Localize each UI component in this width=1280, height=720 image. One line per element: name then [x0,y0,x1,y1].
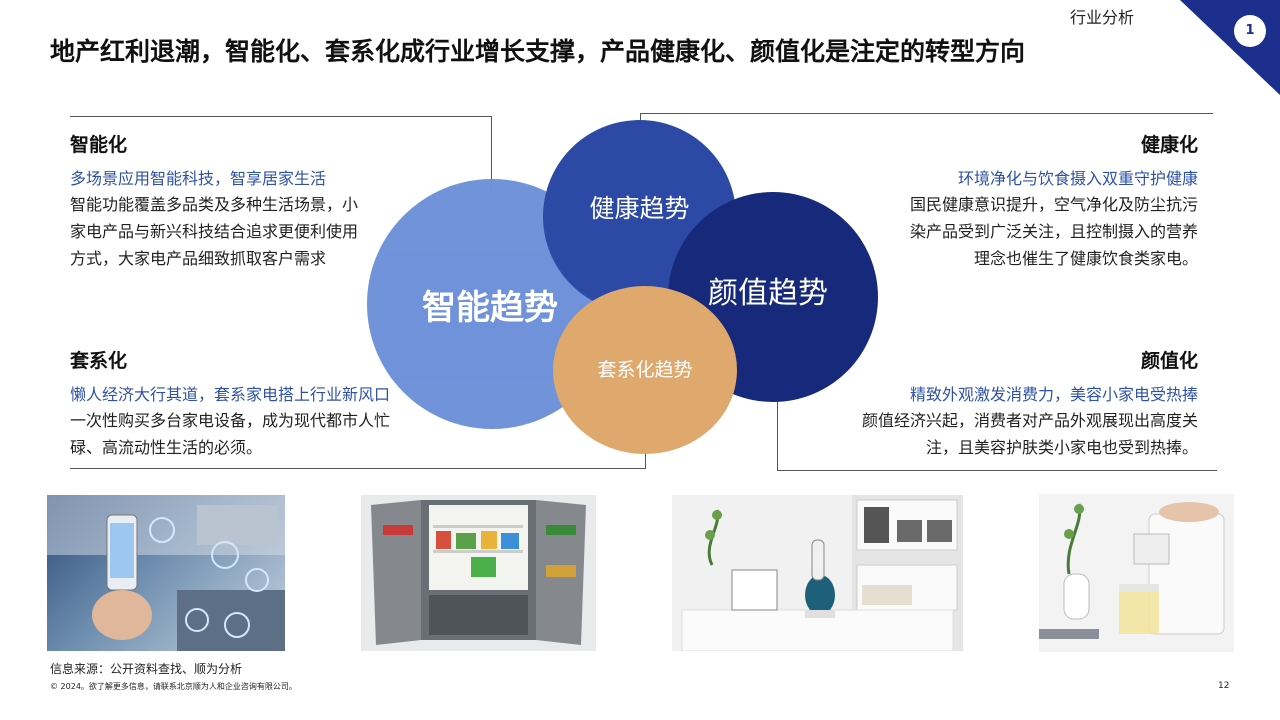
body-line: 注，且美容护肤类小家电也受到热捧。 [925,438,1198,457]
frame-line-left-vertical [491,116,492,191]
body-line: 颜值经济兴起，消费者对产品外观展现出高度关 [861,411,1198,430]
body-line: 方式，大家电产品细致抓取客户需求 [70,249,327,268]
quadrant-looks: 颜值化 精致外观激发消费力，美容小家电受热捧 颜值经济兴起，消费者对产品外观展现… [790,346,1198,461]
copyright-note: © 2024。欲了解更多信息，请联系北京顺为人和企业咨询有限公司。 [50,682,297,691]
garment-steamer-photo [672,495,963,651]
frame-line-bottom-left [70,468,646,469]
corner-triangle [1180,0,1280,95]
body-line: 一次性购买多台家电设备，成为现代都市人忙 [70,411,391,430]
quadrant-subtitle: 精致外观激发消费力，美容小家电受热捧 [909,385,1198,404]
section-label: 行业分析 [1070,8,1135,27]
water-dispenser-photo [1039,494,1234,652]
quadrant-subtitle: 环境净化与饮食摄入双重守护健康 [957,169,1198,188]
body-line: 碌、高流动性生活的必须。 [70,438,263,457]
slide-number-badge: 1 [1234,15,1266,47]
frame-line-top-left [70,116,492,117]
quadrant-smart: 智能化 多场景应用智能科技，智享居家生活 智能功能覆盖多品类及多种生活场景，小 … [70,130,410,272]
quadrant-health: 健康化 环境净化与饮食摄入双重守护健康 国民健康意识提升，空气净化及防尘抗污 染… [840,130,1198,272]
body-line: 家电产品与新兴科技结合追求更便利使用 [70,222,359,241]
refrigerator-photo [361,495,596,651]
quadrant-title: 智能化 [70,134,128,156]
quadrant-body: 颜值经济兴起，消费者对产品外观展现出高度关 注，且美容护肤类小家电也受到热捧。 [790,407,1198,461]
page-number: 12 [1218,681,1230,691]
quadrant-subtitle: 懒人经济大行其道，套系家电搭上行业新风口 [70,385,391,404]
frame-line-bottom-left-vertical [645,440,646,469]
quadrant-body: 智能功能覆盖多品类及多种生活场景，小 家电产品与新兴科技结合追求更便利使用 方式… [70,191,410,272]
smart-home-photo [47,495,285,651]
circle-suite-trend: 套系化趋势 [553,286,737,454]
body-line: 国民健康意识提升，空气净化及防尘抗污 [909,195,1198,214]
quadrant-title: 套系化 [70,350,128,372]
body-line: 理念也催生了健康饮食类家电。 [973,249,1198,268]
circle-label: 套系化趋势 [597,358,693,381]
frame-line-bottom-right [777,470,1217,471]
circle-label: 智能趋势 [422,287,558,328]
quadrant-title: 健康化 [1140,134,1198,156]
frame-line-top-right [640,113,1213,114]
frame-line-bottom-right-vertical [777,395,778,471]
quadrant-suite: 套系化 懒人经济大行其道，套系家电搭上行业新风口 一次性购买多台家电设备，成为现… [70,346,470,461]
source-note: 信息来源：公开资料查找、顺为分析 [50,662,243,676]
quadrant-body: 国民健康意识提升，空气净化及防尘抗污 染产品受到广泛关注，且控制摄入的营养 理念… [840,191,1198,272]
page-title: 地产红利退潮，智能化、套系化成行业增长支撑，产品健康化、颜值化是注定的转型方向 [50,37,1026,66]
body-line: 染产品受到广泛关注，且控制摄入的营养 [909,222,1198,241]
quadrant-subtitle: 多场景应用智能科技，智享居家生活 [70,169,327,188]
circle-label: 健康趋势 [589,193,690,223]
quadrant-title: 颜值化 [1140,350,1198,372]
quadrant-body: 一次性购买多台家电设备，成为现代都市人忙 碌、高流动性生活的必须。 [70,407,470,461]
body-line: 智能功能覆盖多品类及多种生活场景，小 [70,195,359,214]
circle-label: 颜值趋势 [708,276,828,311]
